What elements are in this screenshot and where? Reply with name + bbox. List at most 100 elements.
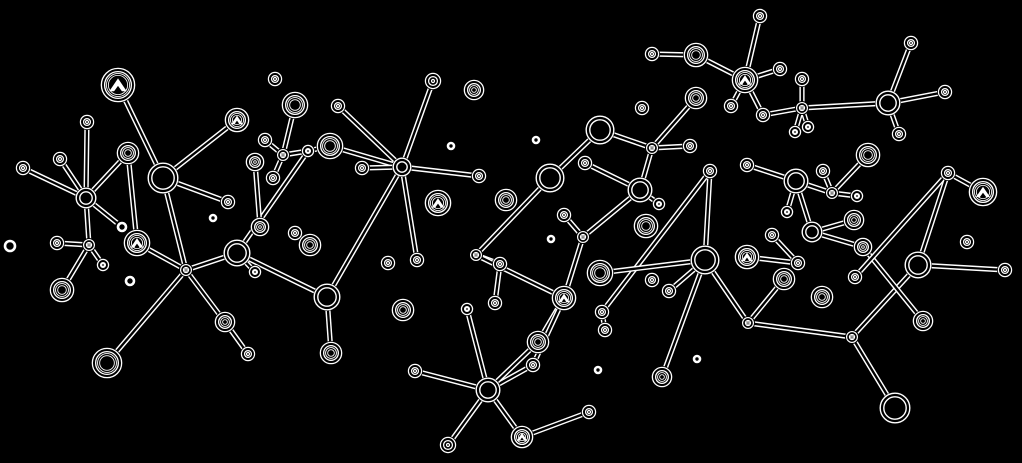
graph-node — [380, 255, 396, 271]
edges-layer — [20, 13, 1008, 448]
graph-node — [115, 220, 129, 234]
graph-node — [214, 311, 236, 333]
graph-edge — [83, 119, 90, 201]
graph-edge — [20, 165, 89, 201]
graph-node — [245, 152, 265, 172]
graph-node — [723, 98, 739, 114]
graph-node — [287, 225, 303, 241]
graph-node — [2, 238, 18, 254]
graph-edge — [473, 175, 553, 258]
graph-edge — [234, 250, 330, 300]
graph-node — [475, 377, 501, 403]
graph-edge — [473, 252, 567, 301]
graph-node — [460, 302, 474, 316]
graph-node — [316, 132, 344, 160]
chevron-up-icon — [741, 252, 753, 262]
chevron-up-icon — [738, 75, 752, 85]
graph-node — [445, 140, 457, 152]
graph-node — [49, 277, 75, 303]
graph-node-chevron — [424, 189, 452, 217]
graph-node — [79, 114, 95, 130]
graph-node — [597, 322, 613, 338]
graph-node — [469, 248, 483, 262]
graph-node — [644, 272, 660, 288]
graph-node — [843, 209, 865, 231]
graph-node — [424, 72, 442, 90]
graph-edge — [597, 257, 708, 276]
chevron-up-icon — [558, 293, 570, 303]
graph-node — [772, 61, 788, 77]
graph-node-chevron — [731, 66, 759, 94]
graph-node — [276, 148, 290, 162]
graph-node — [855, 142, 881, 168]
graph-node-chevron — [734, 244, 760, 270]
graph-node — [702, 163, 718, 179]
graph-node — [123, 274, 137, 288]
graph-node-chevron — [123, 229, 151, 257]
graph-node — [147, 162, 179, 194]
graph-node — [391, 298, 415, 322]
graph-edge — [104, 267, 189, 366]
graph-node — [577, 155, 593, 171]
graph-node — [810, 285, 834, 309]
graph-node — [526, 330, 550, 354]
graph-node — [535, 163, 565, 193]
graph-node — [997, 262, 1013, 278]
graph-node — [392, 157, 412, 177]
graph-node — [741, 316, 755, 330]
graph-node — [301, 144, 315, 158]
graph-node — [116, 141, 140, 165]
graph-node — [409, 252, 425, 268]
graph-edge — [335, 103, 405, 170]
graph-node — [354, 160, 370, 176]
graph-node — [801, 221, 823, 243]
graph-node — [801, 120, 815, 134]
graph-node — [633, 213, 659, 239]
graph-edge — [464, 306, 491, 393]
graph-node-chevron — [224, 107, 250, 133]
graph-node — [790, 255, 806, 271]
graph-node-chevron — [100, 67, 136, 103]
graph-node — [298, 233, 322, 257]
graph-node — [847, 269, 863, 285]
graph-node — [755, 107, 771, 123]
graph-node — [439, 436, 457, 454]
graph-edge — [324, 164, 405, 300]
chevron-up-icon — [231, 115, 243, 125]
graph-edge — [915, 170, 951, 268]
graph-node — [788, 125, 802, 139]
graph-node — [634, 100, 650, 116]
graph-node — [683, 42, 709, 68]
graph-edge — [852, 170, 951, 280]
graph-node — [267, 71, 283, 87]
graph-node — [691, 353, 703, 365]
graph-node — [652, 197, 666, 211]
graph-node — [313, 283, 341, 311]
graph-node — [645, 141, 659, 155]
chevron-up-icon — [109, 78, 127, 92]
chevron-up-icon — [431, 198, 445, 208]
graph-node — [319, 341, 343, 365]
graph-node — [248, 265, 262, 279]
graph-edge — [659, 257, 708, 380]
graph-edge — [745, 320, 855, 340]
graph-node — [581, 404, 597, 420]
graph-node — [556, 207, 572, 223]
graph-node — [530, 134, 542, 146]
graph-node — [471, 168, 487, 184]
graph-node — [91, 347, 123, 379]
graph-node — [690, 245, 720, 275]
graph-node — [75, 187, 97, 209]
graph-node — [49, 235, 65, 251]
graph-node — [815, 163, 831, 179]
graph-node — [780, 205, 794, 219]
graph-node — [937, 84, 953, 100]
graph-edge — [799, 100, 891, 111]
graph-edge — [849, 262, 921, 340]
graph-node — [250, 217, 270, 237]
graph-edge — [599, 168, 713, 315]
graph-node — [179, 263, 193, 277]
graph-edge — [915, 262, 1008, 273]
